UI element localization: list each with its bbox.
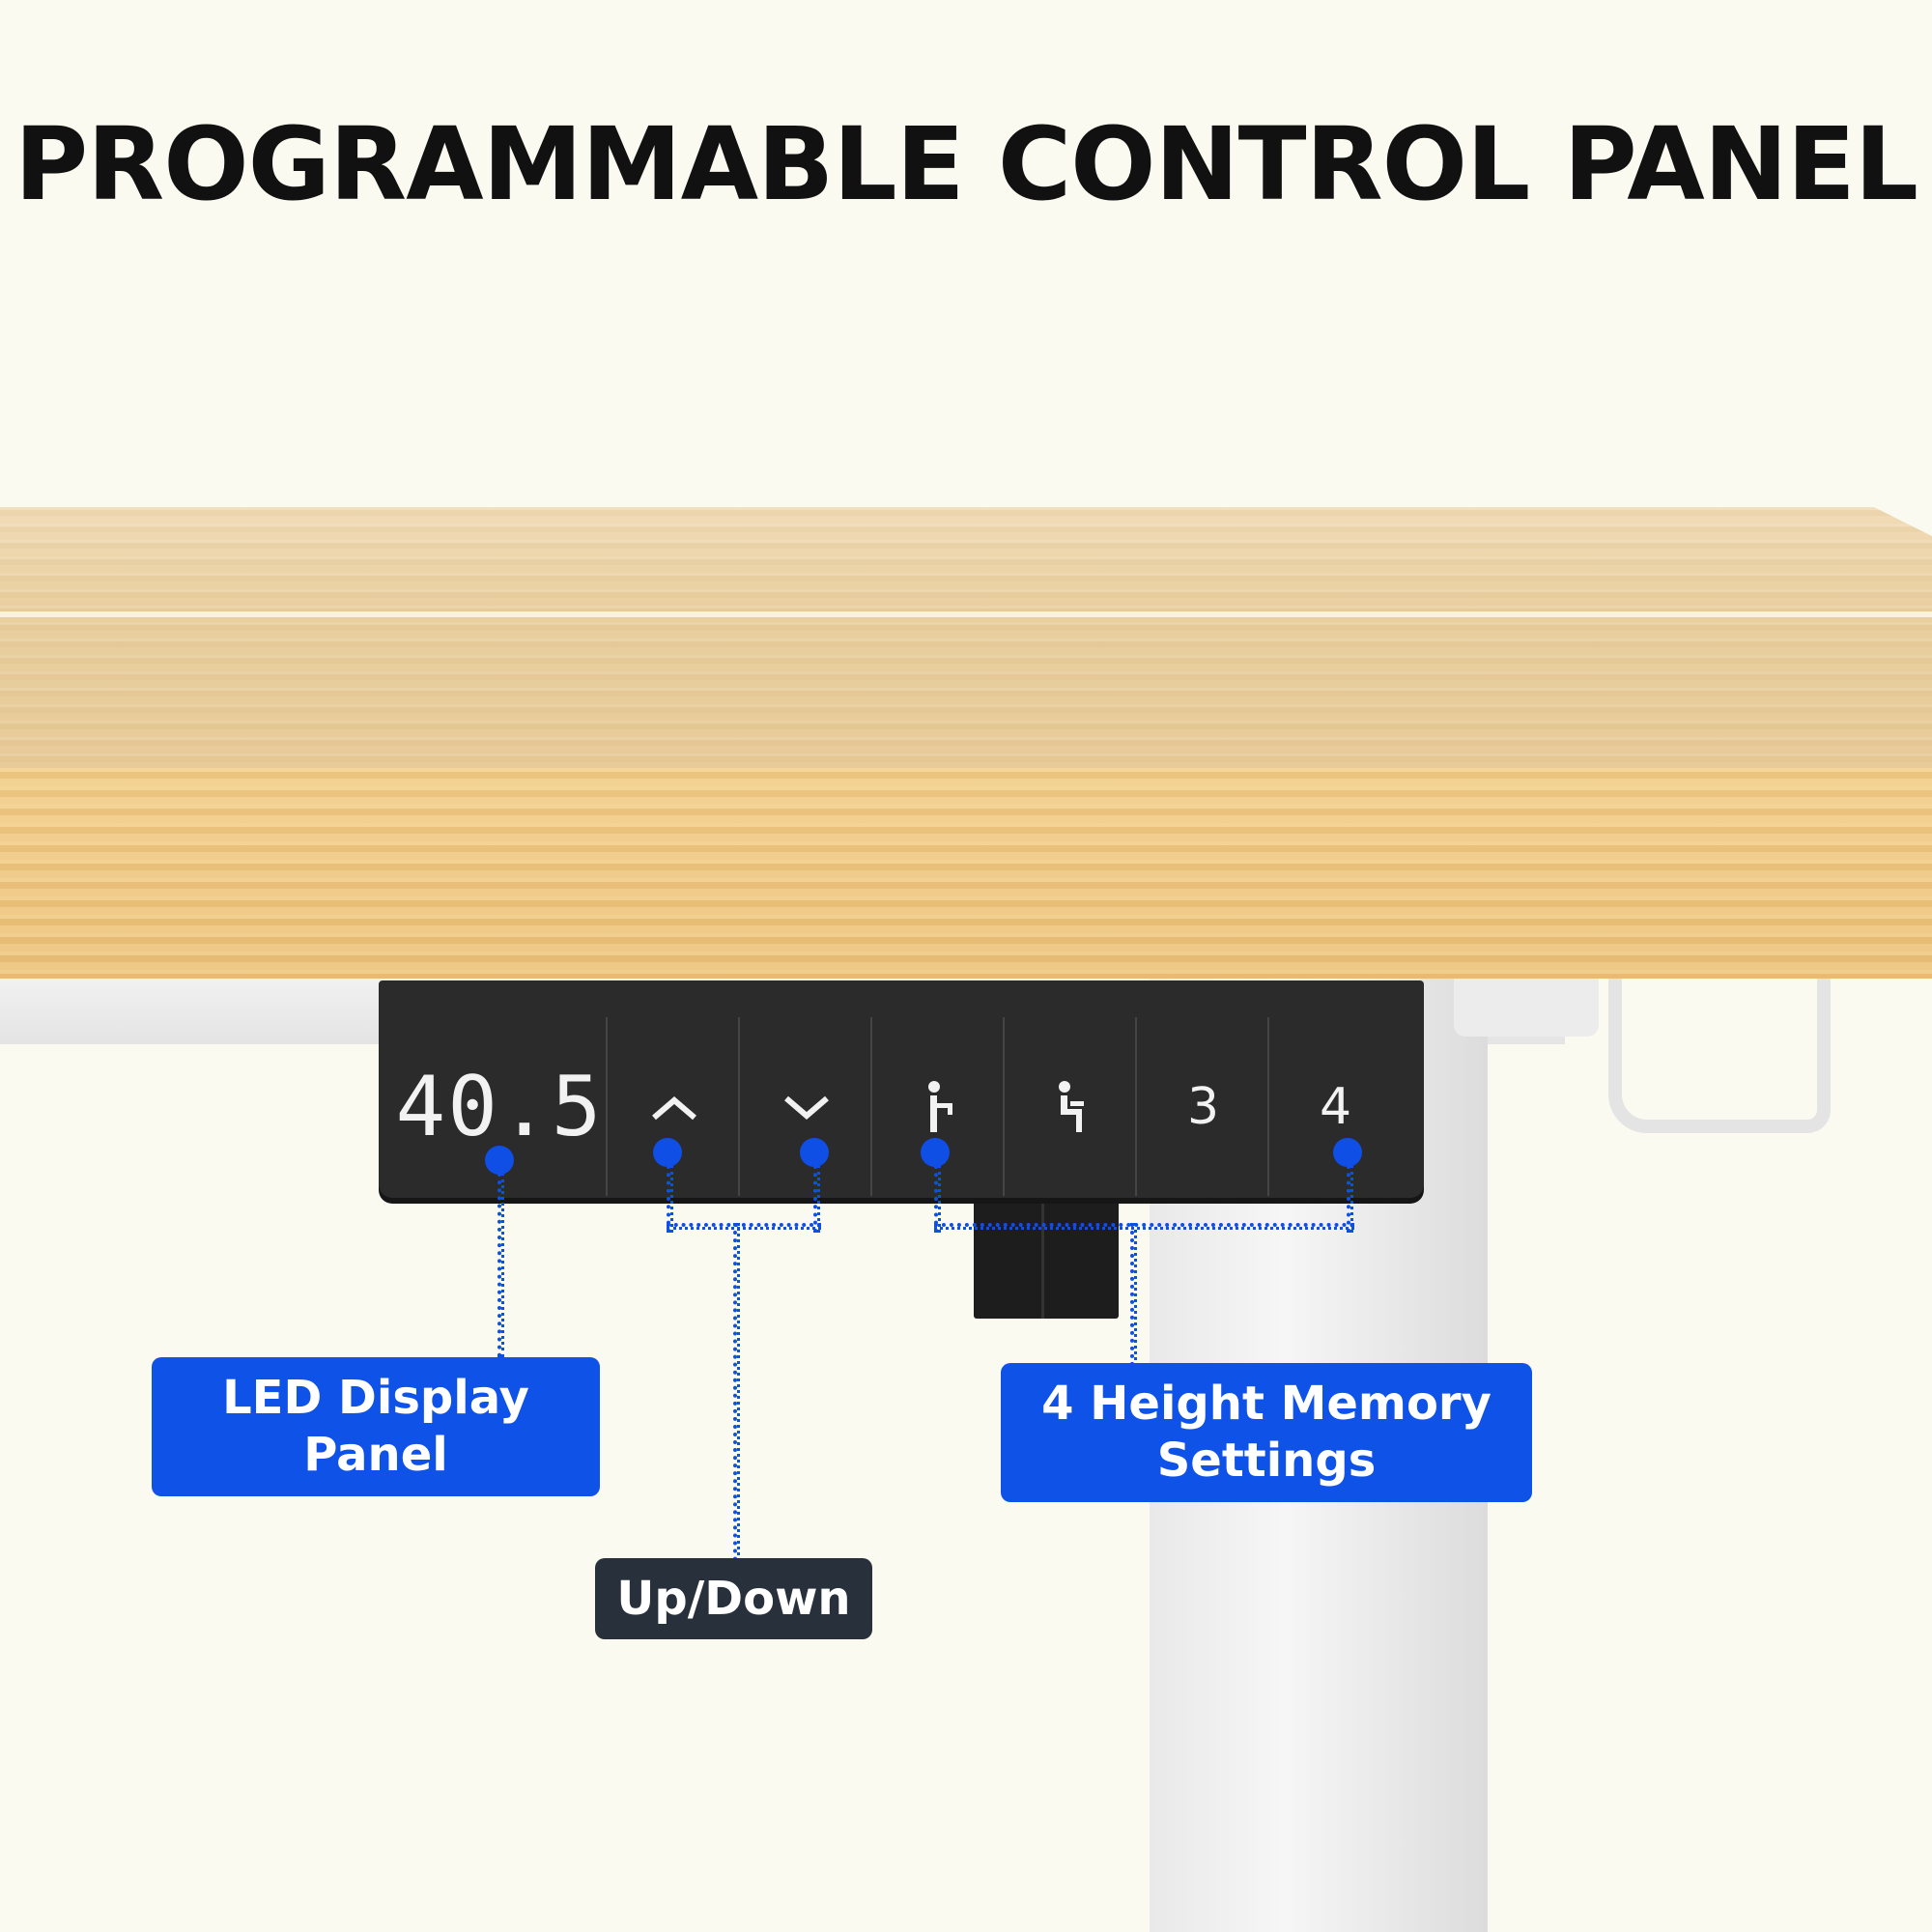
desk-edge (0, 768, 1932, 979)
down-callout-dot (800, 1138, 829, 1167)
updown-connector (733, 1223, 740, 1561)
memory4-callout-dot (1333, 1138, 1362, 1167)
chevron-up-icon (651, 1095, 696, 1120)
sitting-person-icon (1058, 1080, 1084, 1132)
frame-bracket (1454, 979, 1599, 1037)
led-callout-line2: Panel (303, 1428, 448, 1482)
panel-mount-clip (974, 1198, 1119, 1319)
up-connector (667, 1165, 673, 1233)
memory-join (934, 1223, 1354, 1230)
memory-connector (1130, 1223, 1137, 1366)
up-button[interactable] (606, 1017, 740, 1196)
down-button[interactable] (738, 1017, 872, 1196)
led-display: 40.5 (395, 1058, 604, 1155)
standing-person-icon (927, 1080, 952, 1132)
memory-callout-line1: 4 Height Memory (1041, 1377, 1492, 1432)
memory-2-button[interactable] (1003, 1017, 1137, 1196)
led-callout-dot (485, 1146, 514, 1175)
page-title: PROGRAMMABLE CONTROL PANEL (14, 105, 1918, 223)
chevron-down-icon (783, 1095, 829, 1120)
memory-3-button[interactable]: 3 (1135, 1017, 1269, 1196)
control-panel: 40.5 3 4 (379, 980, 1424, 1198)
down-connector (813, 1165, 820, 1233)
memory-4-button[interactable]: 4 (1267, 1017, 1402, 1196)
memory1-connector (934, 1165, 941, 1233)
updown-callout: Up/Down (595, 1558, 872, 1639)
headphone-hook (1608, 979, 1831, 1133)
updown-join (667, 1223, 821, 1230)
led-callout-line1: LED Display (222, 1371, 529, 1426)
memory4-connector (1347, 1165, 1353, 1233)
led-connector (497, 1173, 504, 1357)
memory-callout-line2: Settings (1156, 1434, 1377, 1488)
desk-top-surface (0, 507, 1932, 768)
memory-1-button[interactable] (870, 1017, 1005, 1196)
up-callout-dot (653, 1138, 682, 1167)
memory1-callout-dot (921, 1138, 950, 1167)
